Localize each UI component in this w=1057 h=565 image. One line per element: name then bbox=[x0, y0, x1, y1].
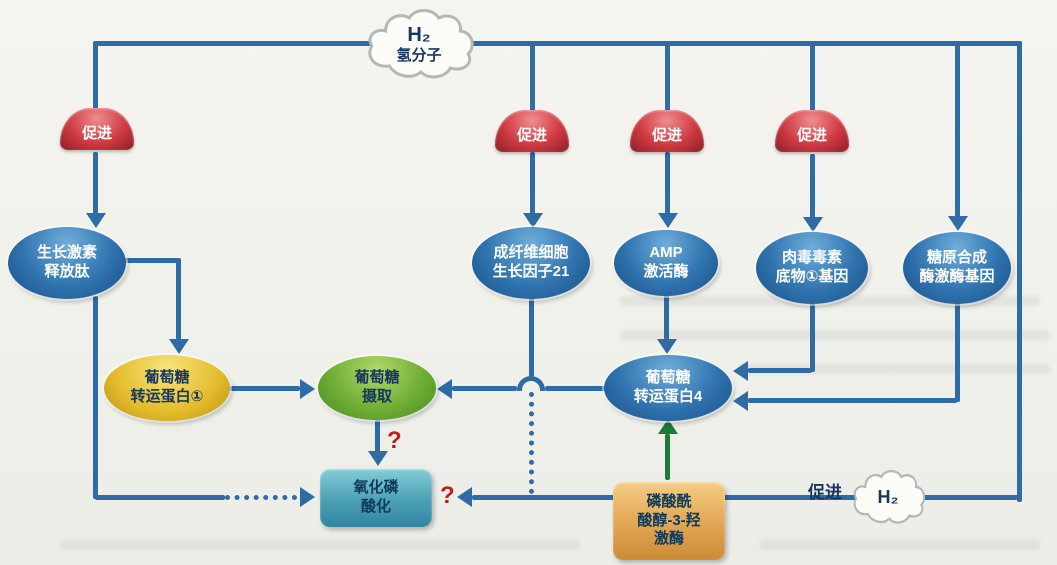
arrow-ghrelin-to-glut1-v bbox=[175, 258, 181, 340]
node-label: 磷酸酰 bbox=[646, 492, 692, 510]
connector-drop-fgf21 bbox=[529, 41, 535, 116]
arrow-gsk-to-glut4-h bbox=[748, 397, 957, 403]
arrow-pi3k-to-glut4 bbox=[664, 434, 670, 480]
node-glut1: 葡萄糖 转运蛋白① bbox=[104, 355, 230, 421]
arrowhead-to-uptake bbox=[300, 378, 315, 399]
arrowhead-to-glut4-right2 bbox=[733, 390, 748, 411]
node-pi3k: 磷酸酰 酸醇-3-羟 激酶 bbox=[613, 482, 725, 560]
node-gsk-gene: 糖原合成 酶激酶基因 bbox=[903, 232, 1011, 304]
node-ghrelin: 生长激素 释放肽 bbox=[8, 227, 126, 299]
node-label: 酸醇-3-羟 bbox=[637, 511, 701, 529]
arrow-fgf21-down-dotted bbox=[528, 392, 534, 494]
promote-text: 促进 bbox=[796, 127, 827, 144]
connector-drop-ampk bbox=[664, 41, 670, 116]
arrowhead-to-fgf21 bbox=[522, 213, 543, 228]
arrowhead-to-glut1 bbox=[168, 339, 189, 354]
hydrogen-formula: H₂ bbox=[407, 23, 431, 46]
arrowhead-to-glut4-right1 bbox=[733, 360, 748, 381]
connector-drop-cbs bbox=[809, 41, 815, 116]
arrow-glut4-to-uptake-seg2 bbox=[452, 385, 517, 391]
arrowhead-to-oxphos-right bbox=[457, 487, 472, 507]
node-label: 成纤维细胞 bbox=[493, 244, 569, 262]
arrowhead-to-oxphos-top bbox=[367, 451, 388, 466]
arrowhead-to-ghrelin bbox=[85, 213, 106, 228]
arrowhead-to-cbs bbox=[802, 217, 823, 232]
promote-badge-3: 促进 bbox=[630, 110, 704, 152]
connector-left-bottom bbox=[95, 494, 225, 500]
connector-bottom-right-bus bbox=[472, 494, 1022, 500]
node-label: 生长因子21 bbox=[492, 263, 570, 280]
arrow-promote-to-ghrelin bbox=[92, 152, 98, 214]
hydrogen-cloud-top: H₂ 氢分子 bbox=[360, 4, 478, 84]
node-label: 酶激酶基因 bbox=[919, 268, 995, 285]
arrow-uptake-to-oxphos bbox=[374, 420, 380, 452]
promote-text: 促进 bbox=[651, 127, 682, 144]
promote-badge-1: 促进 bbox=[60, 108, 134, 150]
cloud-icon bbox=[853, 469, 926, 524]
arrowhead-to-ampk bbox=[657, 213, 678, 228]
hydrogen-cloud-bottom: H₂ bbox=[848, 466, 928, 528]
node-oxidative-phosphorylation: 氧化磷 酸化 bbox=[320, 469, 432, 527]
hydrogen-formula-bottom: H₂ bbox=[877, 486, 899, 507]
arrowhead-to-oxphos-left bbox=[300, 487, 315, 507]
node-label: 转运蛋白4 bbox=[633, 388, 703, 405]
node-label: 激活酶 bbox=[643, 263, 689, 280]
node-label: 肉毒毒素 bbox=[781, 249, 842, 267]
node-label: 糖原合成 bbox=[926, 249, 987, 267]
node-fgf21: 成纤维细胞 生长因子21 bbox=[472, 227, 590, 299]
node-label: 氧化磷 bbox=[353, 479, 399, 497]
node-glut4: 葡萄糖 转运蛋白4 bbox=[604, 355, 732, 421]
node-label: 葡萄糖 bbox=[354, 369, 400, 387]
node-label: 葡萄糖 bbox=[144, 369, 190, 387]
node-label: 底物①基因 bbox=[775, 268, 849, 285]
promote-badge-4: 促进 bbox=[775, 110, 849, 152]
cloud-icon bbox=[368, 9, 474, 79]
arrow-cbs-to-glut4-h bbox=[748, 367, 812, 373]
arrow-gsk-to-glut4-v bbox=[954, 303, 960, 402]
arrowhead-uptake-right bbox=[437, 378, 452, 399]
arrow-ampk-to-glut4 bbox=[663, 295, 669, 340]
page-bleed-through bbox=[60, 540, 580, 550]
node-label: 激酶 bbox=[653, 530, 684, 548]
node-label: 转运蛋白① bbox=[130, 388, 204, 405]
arrow-promote-to-ampk bbox=[664, 152, 670, 214]
connector-top-left-drop bbox=[92, 41, 98, 113]
page-bleed-through bbox=[760, 540, 1040, 550]
node-ampk: AMP 激活酶 bbox=[614, 230, 718, 296]
page-bleed-through bbox=[620, 330, 1050, 340]
arrow-fgf21-down bbox=[528, 297, 534, 377]
promote-text: 促进 bbox=[516, 127, 547, 144]
arrowhead-to-glut4-bottom bbox=[657, 419, 678, 434]
arrow-promote-to-fgf21 bbox=[529, 152, 535, 214]
line-crossover-hop bbox=[517, 376, 545, 391]
arrowhead-to-gsk bbox=[947, 216, 968, 231]
arrow-promote-to-cbs bbox=[809, 154, 815, 218]
arrow-glut4-to-uptake-seg1 bbox=[545, 385, 606, 391]
hydrogen-label: 氢分子 bbox=[396, 46, 442, 64]
node-label: 葡萄糖 bbox=[645, 369, 691, 387]
connector-top-bus bbox=[95, 41, 1022, 46]
arrow-glut1-to-uptake bbox=[230, 385, 300, 391]
node-label: 摄取 bbox=[361, 388, 392, 405]
promote-badge-2: 促进 bbox=[495, 110, 569, 152]
arrow-cbs-to-glut4-v bbox=[809, 303, 815, 372]
arrow-ghrelin-to-glut1-h bbox=[124, 258, 180, 263]
arrow-bus-to-gsk bbox=[954, 41, 960, 217]
connector-left-long-drop bbox=[92, 296, 98, 499]
promote-label-bottom: 促进 bbox=[808, 483, 842, 502]
node-label: AMP bbox=[649, 244, 683, 262]
node-label: 酸化 bbox=[360, 498, 391, 515]
node-cbs-gene: 肉毒毒素 底物①基因 bbox=[756, 232, 868, 304]
connector-right-bus bbox=[1017, 41, 1022, 502]
connector-left-bottom-dotted bbox=[225, 494, 297, 500]
node-label: 释放肽 bbox=[44, 263, 90, 280]
page-bleed-through bbox=[740, 364, 1050, 374]
question-mark-1: ? bbox=[387, 427, 402, 454]
node-glucose-uptake: 葡萄糖 摄取 bbox=[318, 356, 436, 420]
promote-text: 促进 bbox=[81, 125, 112, 142]
question-mark-2: ? bbox=[440, 482, 455, 509]
arrowhead-to-glut4-top bbox=[656, 339, 677, 354]
node-label: 生长激素 bbox=[36, 244, 97, 262]
